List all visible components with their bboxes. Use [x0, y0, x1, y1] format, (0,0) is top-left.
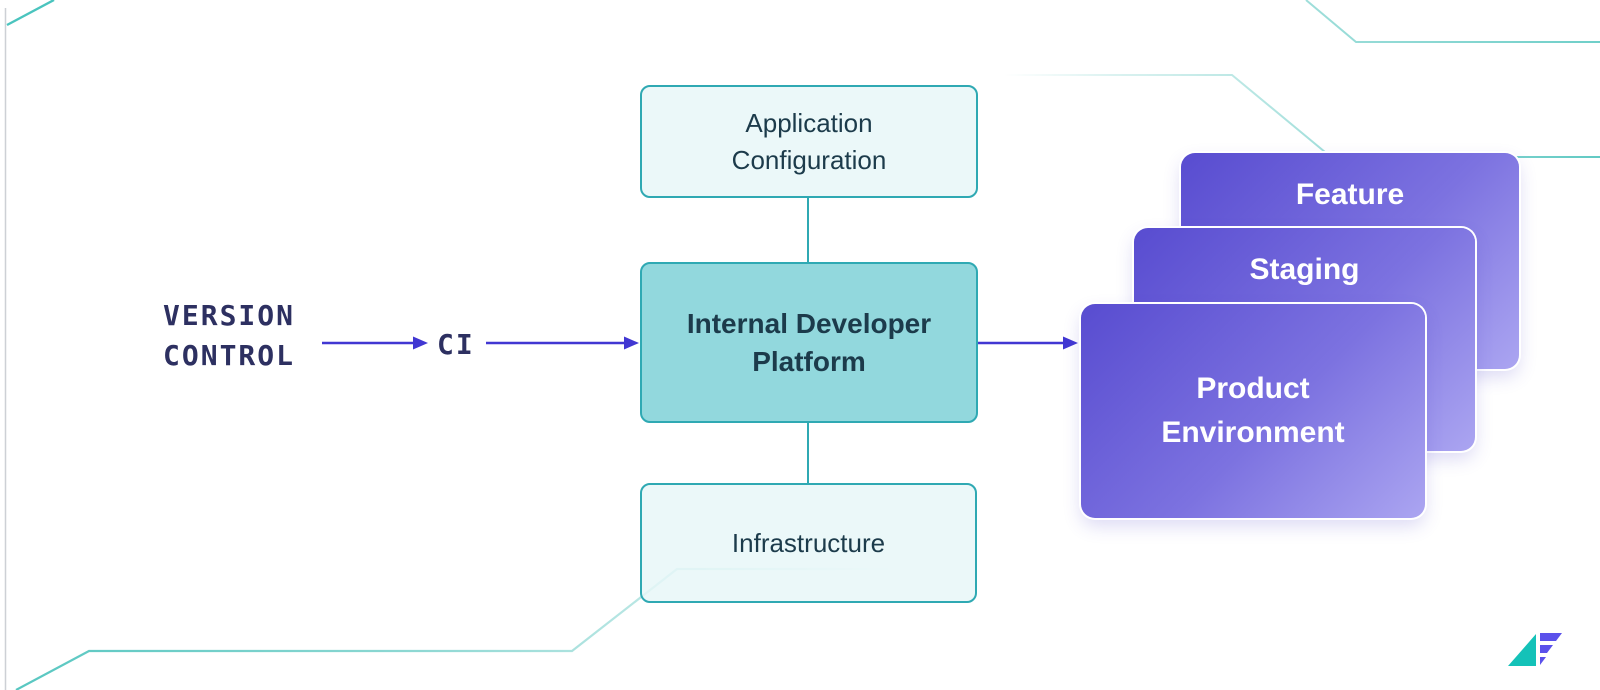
brand-logo [1508, 633, 1562, 666]
feature-card-title: Feature [1295, 178, 1405, 211]
idp-line2: Platform [752, 345, 866, 377]
infrastructure-label: Infrastructure [731, 527, 886, 558]
application-configuration-node: Application Configuration [640, 85, 978, 198]
version-control-line2: CONTROL [163, 339, 296, 372]
application-configuration-line1: Application [745, 107, 873, 138]
version-control-line1: VERSION [163, 299, 296, 332]
product-card-title-line2: Environment [1161, 416, 1345, 449]
logo-bars [1540, 633, 1562, 665]
product-card-title-line1: Product [1196, 372, 1310, 405]
arrow-ci-to-idp [486, 336, 639, 350]
infrastructure-node: Infrastructure [640, 483, 977, 603]
logo-triangle [1508, 634, 1536, 666]
circuit-line-top-left [6, 0, 55, 27]
arrow-versioncontrol-to-ci [322, 336, 428, 350]
circuit-line-top-right [1305, 0, 1600, 43]
ci-label: CI [437, 328, 475, 361]
environment-card-product: Product Environment [1081, 304, 1425, 518]
version-control-label: VERSION CONTROL [163, 296, 295, 376]
application-configuration-line2: Configuration [731, 144, 887, 175]
arrow-idp-to-environments [978, 336, 1078, 350]
internal-developer-platform-node: Internal Developer Platform [640, 262, 978, 423]
staging-card-title: Staging [1249, 253, 1360, 286]
idp-line1: Internal Developer [686, 307, 932, 339]
